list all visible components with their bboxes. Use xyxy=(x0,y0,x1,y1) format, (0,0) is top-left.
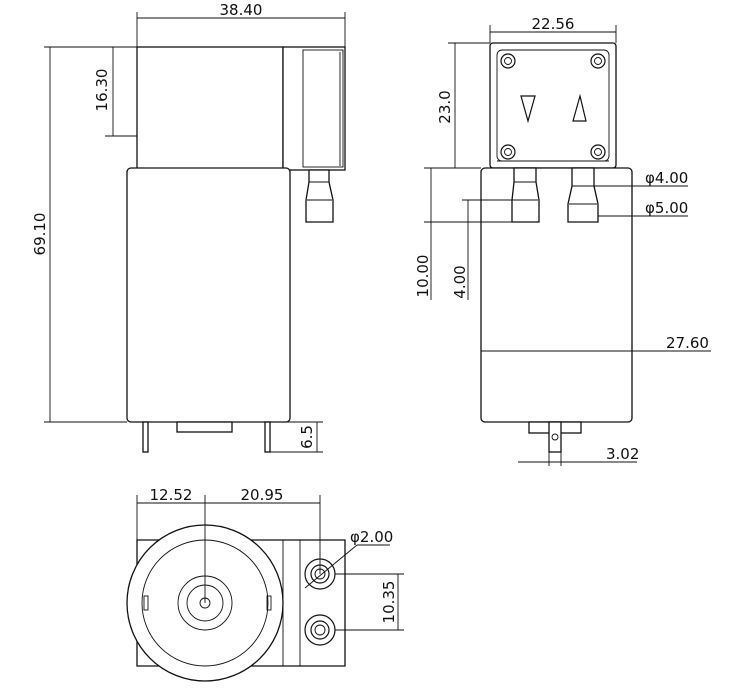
dim-port-offset: 20.95 xyxy=(241,486,284,504)
front-head-outer xyxy=(489,42,617,169)
side-view: 38.40 16.30 69.10 6.5 xyxy=(31,1,346,453)
dim-terminal-width: 3.02 xyxy=(606,445,639,463)
side-bottom-boss xyxy=(176,421,233,433)
front-terminal xyxy=(548,421,562,453)
bottom-terminal-right xyxy=(266,595,272,611)
front-barb-right xyxy=(567,167,599,223)
side-valve-cap xyxy=(282,46,346,171)
inlet-valve-icon xyxy=(572,93,587,122)
dim-total-height: 69.10 xyxy=(31,213,49,256)
dim-center-offset: 12.52 xyxy=(150,486,193,504)
dim-head-width: 22.56 xyxy=(532,15,575,33)
dim-front-head-height: 23.0 xyxy=(436,90,454,123)
front-view: 22.56 23.0 φ4.00 φ5.00 10.00 4.00 27.60 … xyxy=(414,15,711,466)
dim-total-width: 38.40 xyxy=(220,1,263,19)
leader-line xyxy=(304,544,358,589)
side-motor-body xyxy=(126,167,291,423)
front-barb-left xyxy=(511,167,540,223)
dim-barb-length: 10.00 xyxy=(414,255,432,298)
side-barb xyxy=(305,169,334,223)
outlet-valve-icon xyxy=(520,95,536,124)
screw-icon xyxy=(500,53,606,160)
front-motor-body xyxy=(480,167,633,423)
dim-terminal-length: 6.5 xyxy=(298,425,316,449)
side-head-block xyxy=(136,46,284,171)
dim-bore-diameter: φ2.00 xyxy=(350,528,393,546)
dim-head-height: 16.30 xyxy=(93,69,111,112)
dim-port-small: φ4.00 xyxy=(645,169,688,187)
bottom-view: 12.52 20.95 φ2.00 10.35 xyxy=(126,486,404,682)
front-terminal-hole xyxy=(551,433,559,441)
side-terminal-left xyxy=(142,421,149,453)
side-valve-cap-rim xyxy=(302,49,344,168)
dim-body-diameter: 27.60 xyxy=(666,334,709,352)
side-terminal-right xyxy=(264,421,271,453)
bottom-terminal-left xyxy=(143,595,149,611)
dim-port-large: φ5.00 xyxy=(645,199,688,217)
dim-port-spacing: 10.35 xyxy=(380,581,398,624)
dim-barb-tip: 4.00 xyxy=(451,265,469,298)
